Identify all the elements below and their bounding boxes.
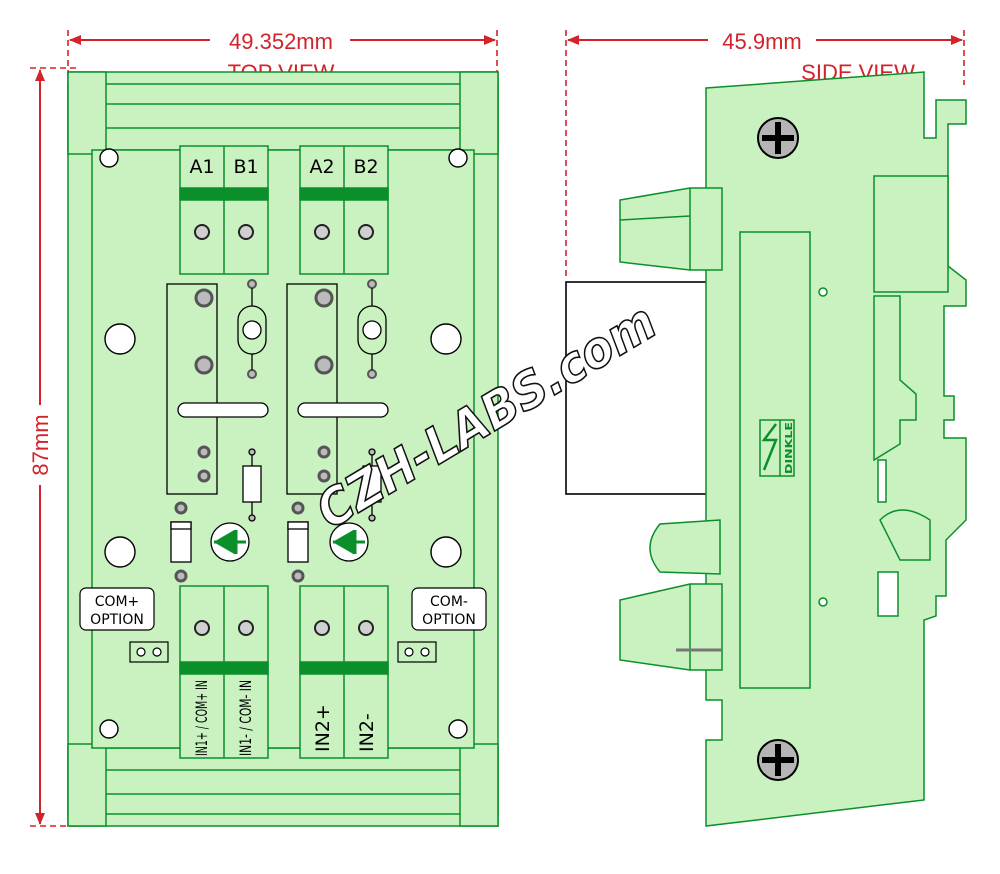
option-labels: COM+ OPTION COM- OPTION: [90, 594, 476, 628]
relay-1-capacitor: [237, 279, 267, 379]
relay-1-diode: [170, 501, 192, 583]
relay-2-capacitor: [357, 279, 387, 379]
com-minus-label: COM-: [430, 594, 468, 610]
dinkle-brand-text: DINKLE: [784, 422, 795, 474]
top-clip: [619, 187, 723, 271]
top-terminal-block-2: [299, 145, 389, 275]
height-label: 87mm: [28, 414, 53, 475]
bottom-clip: [619, 583, 723, 671]
bottom-terminal-labels: IN1+ / COM+ IN IN1- / COM- IN IN2+ IN2-: [192, 680, 378, 756]
mounting-holes: [99, 148, 468, 739]
com-plus-option: [79, 587, 169, 663]
com-minus-option-label: OPTION: [422, 612, 476, 628]
top-terminal-labels: A1 B1 A2 B2: [189, 156, 378, 178]
side-view: [565, 71, 967, 827]
bottom-terminal-block-1: [179, 585, 269, 759]
bottom-rail: [67, 747, 499, 815]
top-view: [67, 71, 499, 827]
relay-2-resistor: [362, 448, 382, 522]
top-rail: [67, 83, 499, 151]
bottom-terminal-block-2: [299, 585, 389, 759]
top-terminal-block-1: [179, 145, 269, 275]
relay-1-led: [210, 522, 250, 562]
relay-2: [286, 283, 389, 495]
terminal-label-b2: B2: [353, 156, 378, 178]
top-width-label: 49.352mm: [229, 29, 333, 54]
com-minus-option: [397, 587, 487, 663]
com-plus-option-label: OPTION: [90, 612, 144, 628]
com-plus-label: COM+: [95, 594, 140, 610]
terminal-label-in2-minus: IN2-: [356, 713, 378, 752]
bottom-round-clip: [649, 519, 721, 575]
dinkle-brand-mark: [759, 419, 795, 477]
terminal-label-in1-plus: IN1+ / COM+ IN: [192, 680, 211, 756]
screw-top: [757, 117, 799, 159]
side-width-label: 45.9mm: [722, 29, 801, 54]
relay-1: [166, 283, 269, 495]
terminal-label-b1: B1: [233, 156, 258, 178]
relay-2-diode: [287, 501, 309, 583]
terminal-label-a2: A2: [309, 156, 334, 178]
terminal-label-in2-plus: IN2+: [312, 704, 334, 752]
screw-bottom: [757, 739, 799, 781]
terminal-label-a1: A1: [189, 156, 214, 178]
relay-2-led: [329, 522, 369, 562]
terminal-label-in1-minus: IN1- / COM- IN: [236, 680, 255, 756]
relay-1-resistor: [242, 448, 262, 522]
